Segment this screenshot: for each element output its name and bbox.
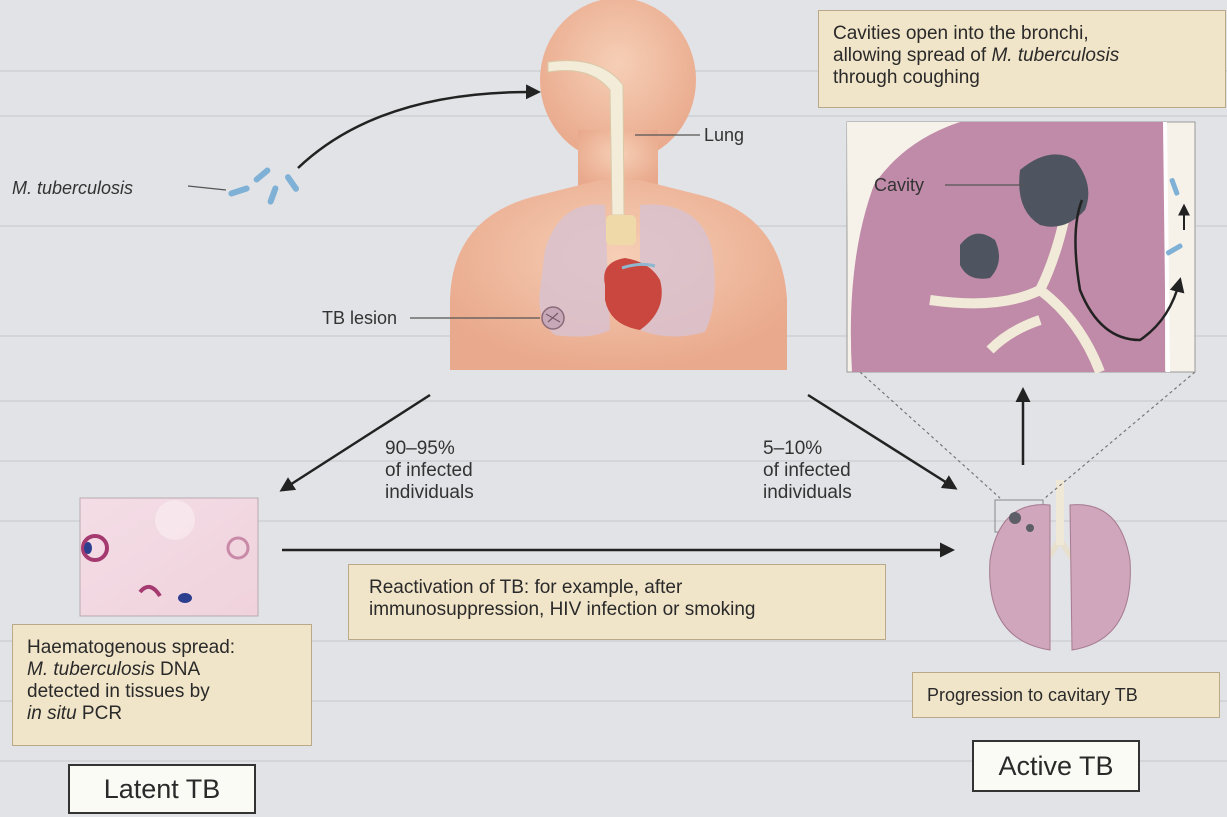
cavities-line-3: through coughing (833, 67, 1211, 89)
tissue-micrograph (80, 498, 258, 616)
cavitary-lungs-illustration (990, 480, 1131, 650)
active-tb-tag: Active TB (972, 740, 1140, 792)
inhalation-arrow (298, 92, 538, 168)
tb-lesion-label: TB lesion (322, 308, 397, 329)
zoom-line-right (1045, 372, 1195, 498)
zoom-line-left (860, 372, 1000, 498)
cavities-line-1: Cavities open into the bronchi, (833, 23, 1211, 45)
bacilli-illustration (228, 166, 301, 205)
lung-label: Lung (704, 125, 744, 146)
active-percentage: 5–10% of infected individuals (763, 438, 852, 504)
latent-percentage: 90–95% of infected individuals (385, 438, 474, 504)
cavities-line-2: allowing spread of M. tuberculosis (833, 45, 1211, 67)
cavities-callout: Cavities open into the bronchi, allowing… (818, 10, 1226, 108)
latent-tb-tag: Latent TB (68, 764, 256, 814)
progression-callout: Progression to cavitary TB (912, 672, 1220, 718)
mtb-label: M. tuberculosis (12, 178, 133, 199)
human-torso-illustration (450, 0, 787, 370)
cavity-inset (847, 122, 1195, 372)
reactivation-callout: Reactivation of TB: for example, after i… (348, 564, 886, 640)
haematogenous-callout: Haematogenous spread: M. tuberculosis DN… (12, 624, 312, 746)
cavity-label: Cavity (874, 175, 924, 196)
mtb-leader-line (188, 186, 226, 190)
